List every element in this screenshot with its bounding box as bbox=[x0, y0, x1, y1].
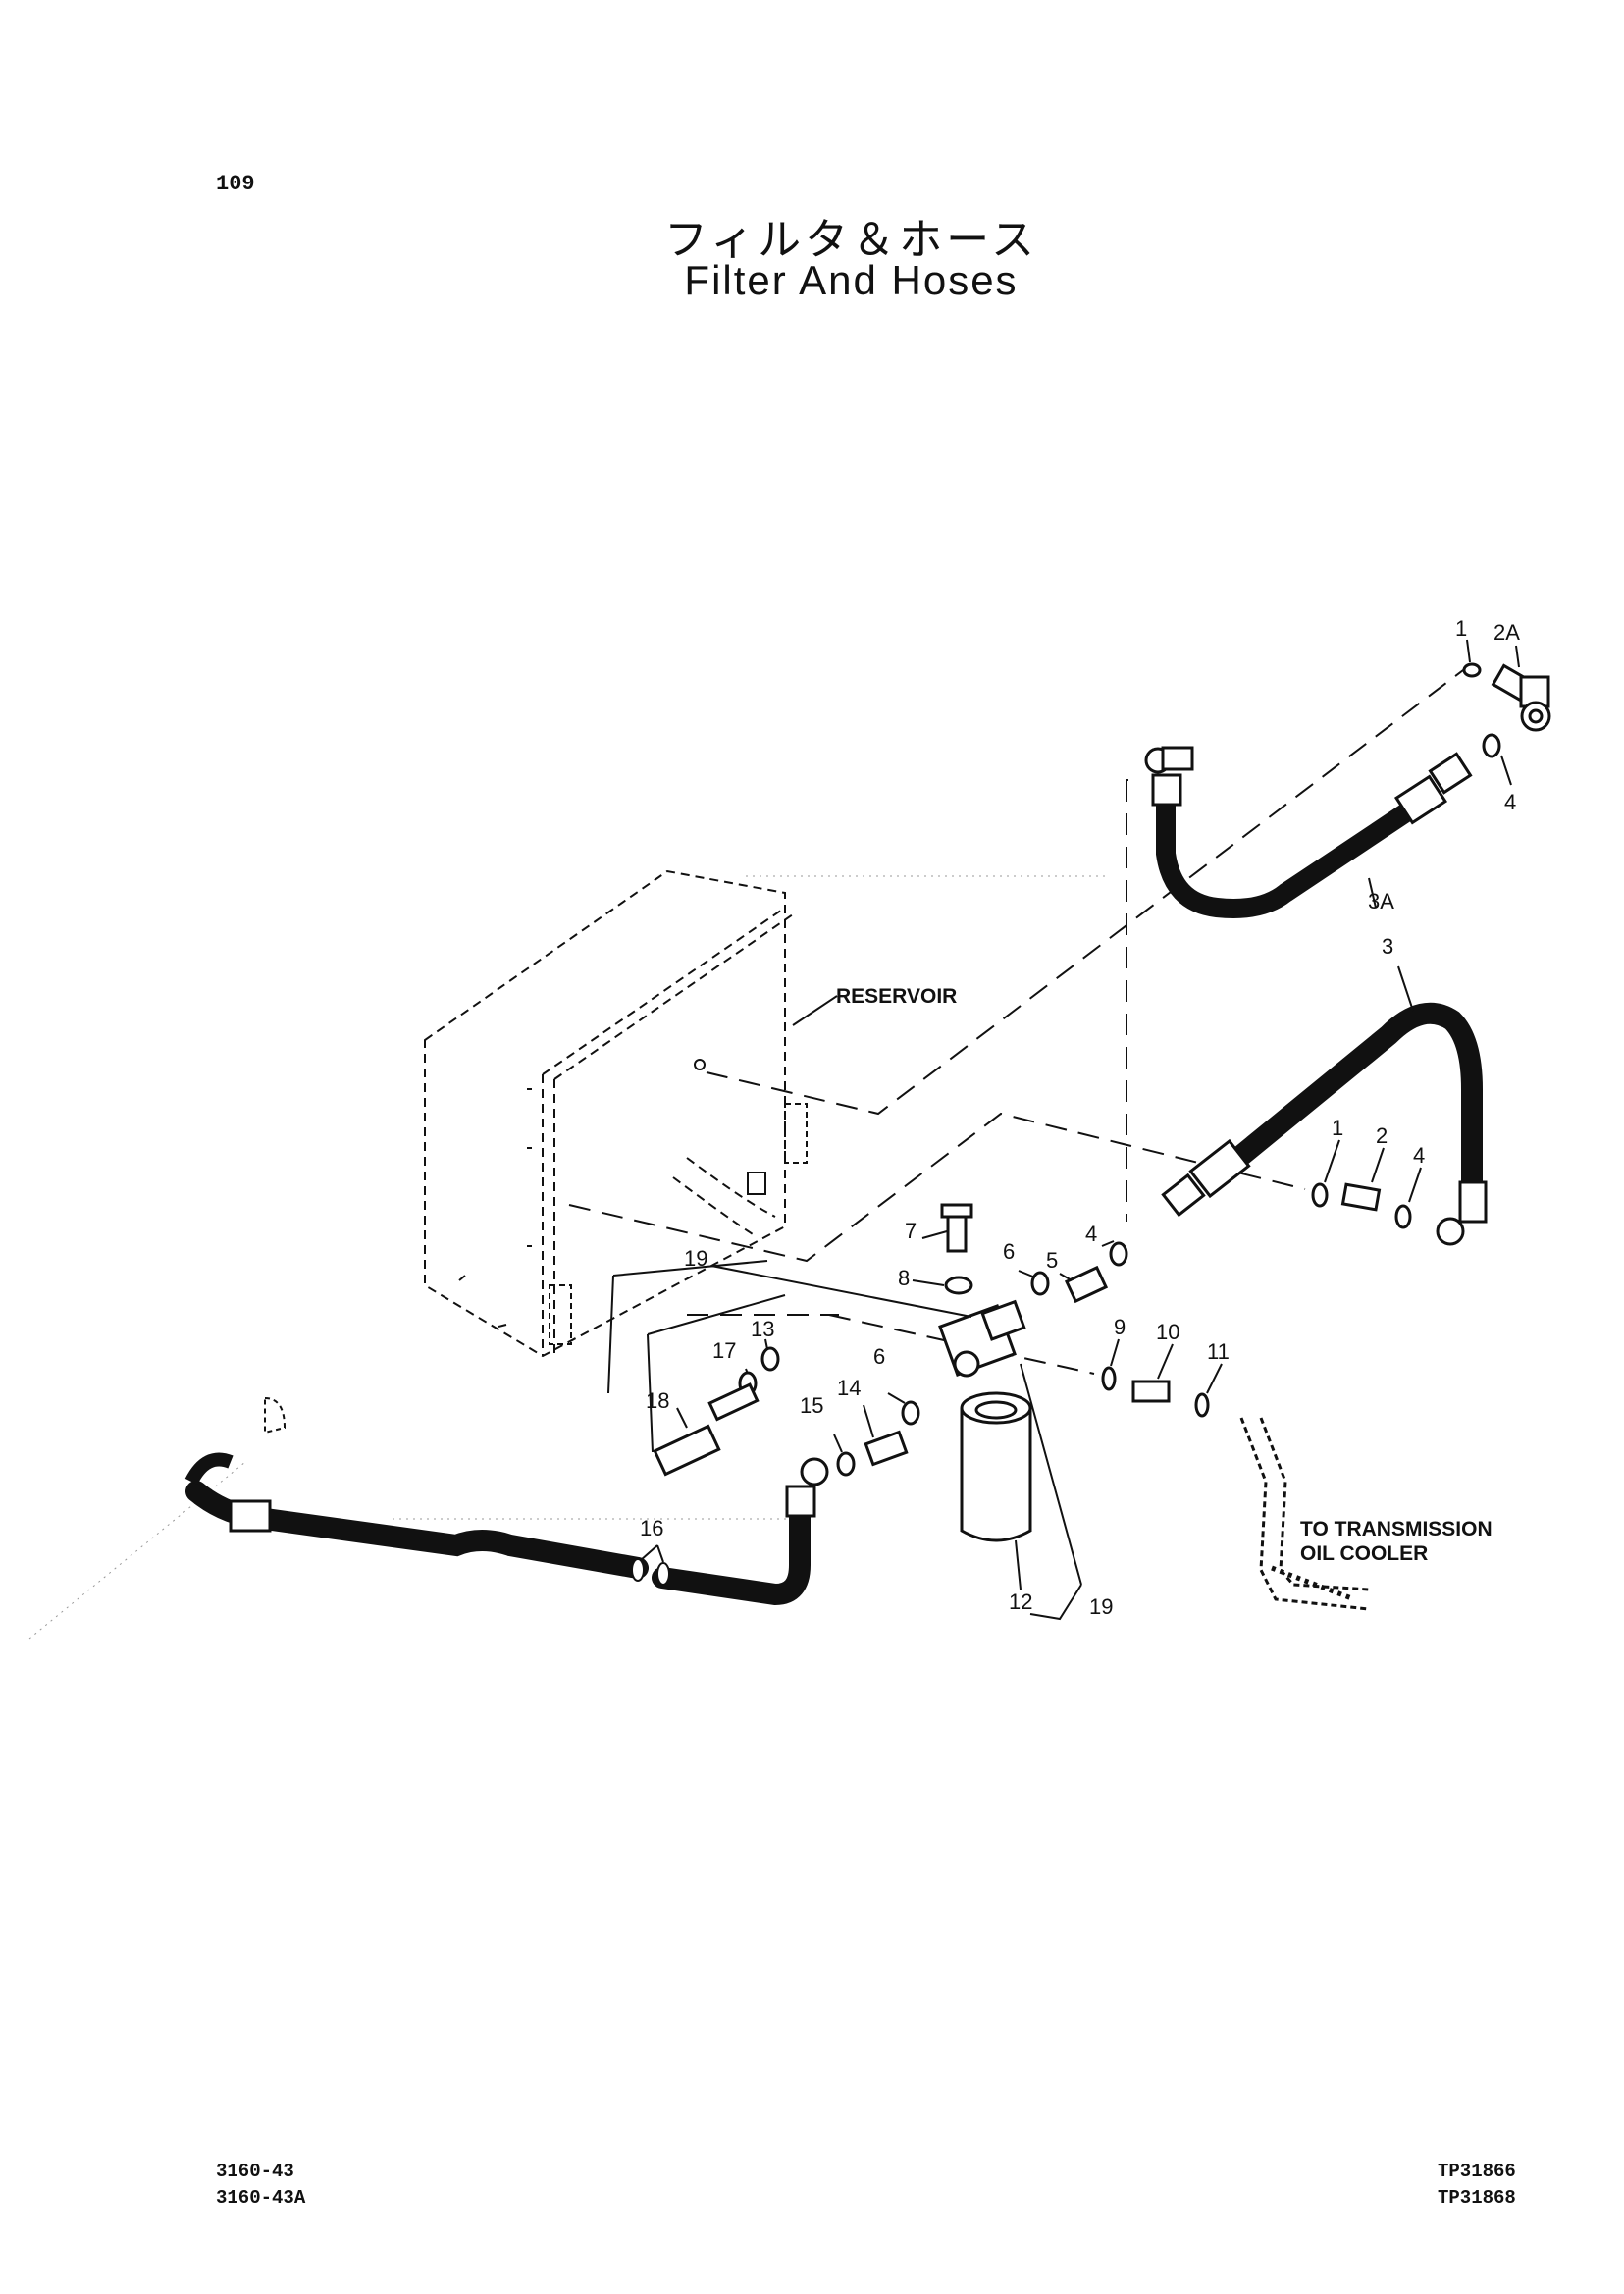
footer-code: TP31868 bbox=[1438, 2187, 1516, 2209]
hose-3a bbox=[1144, 746, 1473, 918]
callout-8: 8 bbox=[898, 1266, 910, 1290]
callout-18: 18 bbox=[646, 1388, 669, 1413]
callout-1-mid: 1 bbox=[1332, 1116, 1343, 1140]
callout-4-mid: 4 bbox=[1085, 1222, 1097, 1246]
callout-13: 13 bbox=[751, 1317, 774, 1341]
callout-17: 17 bbox=[712, 1338, 736, 1363]
hose-16 bbox=[184, 1452, 829, 1606]
callout-14: 14 bbox=[837, 1376, 861, 1400]
callout-19-bottom: 19 bbox=[1089, 1594, 1113, 1619]
callout-2a: 2A bbox=[1493, 620, 1520, 645]
filter-element bbox=[960, 1391, 1032, 1542]
callout-4-right: 4 bbox=[1413, 1143, 1425, 1168]
callout-7: 7 bbox=[905, 1219, 917, 1243]
reservoir-label: RESERVOIR bbox=[836, 985, 957, 1008]
cooler-label-line2: OIL COOLER bbox=[1300, 1542, 1428, 1565]
callout-19-top: 19 bbox=[684, 1246, 707, 1271]
callout-10: 10 bbox=[1156, 1320, 1179, 1344]
callout-2: 2 bbox=[1376, 1123, 1388, 1148]
callout-labels: 1 2A 4 3A 3 1 2 4 4 5 6 7 8 19 13 17 18 … bbox=[640, 616, 1520, 1619]
callout-12: 12 bbox=[1009, 1590, 1032, 1614]
hose-3 bbox=[1161, 1002, 1488, 1246]
callout-3a: 3A bbox=[1368, 889, 1394, 913]
footer-code: 3160-43 bbox=[216, 2161, 294, 2182]
cooler-line bbox=[1239, 1417, 1370, 1611]
cooler-label-line1: TO TRANSMISSION bbox=[1300, 1518, 1493, 1540]
callout-5: 5 bbox=[1046, 1248, 1058, 1273]
callout-15: 15 bbox=[800, 1393, 823, 1418]
filter-head bbox=[938, 1203, 1026, 1378]
elbow-2a bbox=[1462, 662, 1551, 758]
callout-16: 16 bbox=[640, 1516, 663, 1540]
title-english: Filter And Hoses bbox=[684, 257, 1019, 303]
callout-9: 9 bbox=[1114, 1315, 1126, 1339]
callout-1-top: 1 bbox=[1455, 616, 1467, 641]
title-japanese: フィルタ＆ホース bbox=[664, 215, 1038, 265]
callout-4-top: 4 bbox=[1504, 790, 1516, 814]
reservoir-leader bbox=[792, 995, 838, 1026]
callout-3: 3 bbox=[1382, 934, 1393, 959]
callout-6-low: 6 bbox=[873, 1344, 885, 1369]
page-number: 109 bbox=[216, 172, 255, 196]
fitting-18 bbox=[653, 1382, 760, 1477]
footer-code: TP31866 bbox=[1438, 2161, 1516, 2182]
callout-6-top: 6 bbox=[1003, 1239, 1015, 1264]
footer-right-codes: TP31866 TP31868 bbox=[1438, 2159, 1516, 2212]
footer-left-codes: 3160-43 3160-43A bbox=[216, 2159, 305, 2212]
callout-11: 11 bbox=[1207, 1339, 1230, 1364]
footer-code: 3160-43A bbox=[216, 2187, 306, 2209]
reservoir-outline bbox=[424, 869, 794, 1359]
